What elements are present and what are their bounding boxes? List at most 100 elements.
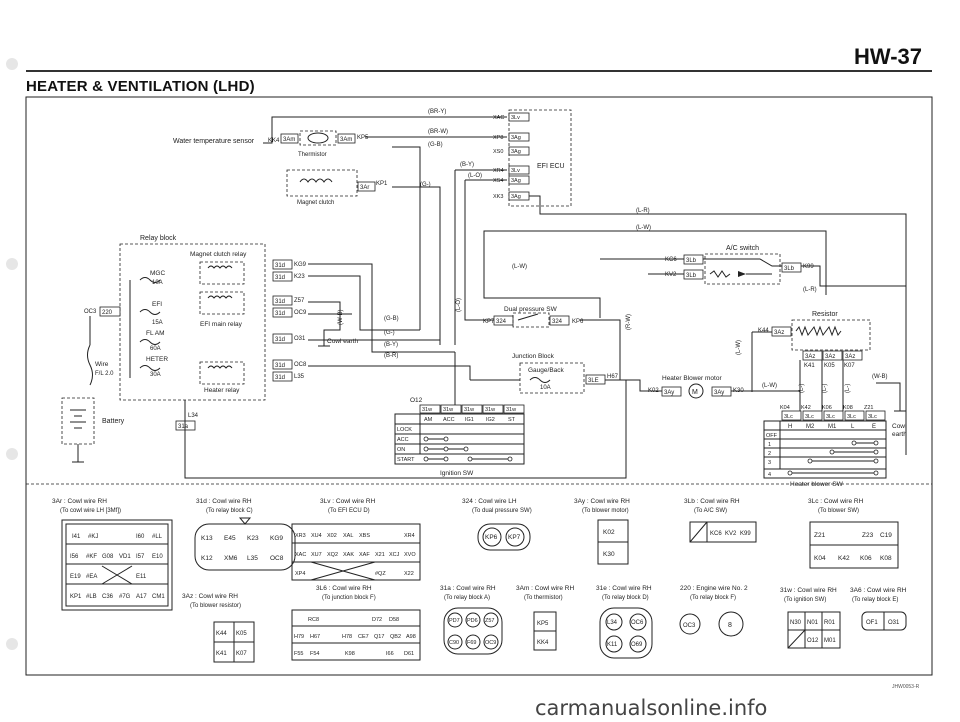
wire-l-r: (L-R) (636, 208, 650, 214)
conn-3ag: 3Ag (511, 135, 521, 141)
relay-right-connectors: 31d 31d 31d 31d 31d 31d 31d KG9 K23 Z57 … (272, 259, 307, 382)
ig-col-ig1: IG1 (465, 417, 474, 423)
wire-w-b2: (W-B) (872, 374, 888, 380)
pin: K02 (603, 529, 615, 536)
pin: I66 (386, 651, 394, 657)
mgc-relay-coil-icon (207, 265, 233, 269)
connector-220-face: OC3 8 (679, 611, 744, 637)
connector-3lv-face: XR3 XU4 X02 XAL XBS XR4 XAC XU7 XQ2 XAK … (291, 523, 421, 581)
pin: H79 (294, 634, 304, 640)
pin: K98 (345, 651, 355, 657)
pin: K05 (236, 631, 247, 637)
magnet-clutch-box (286, 169, 358, 197)
conn-31w-3: 31w (464, 407, 474, 413)
pin: KP7 (508, 534, 521, 541)
terminal-kv2: KV2 (665, 272, 677, 278)
terminal-k44: K44 (758, 328, 769, 334)
pin: K04 (814, 555, 826, 562)
binder-hole (6, 258, 18, 270)
terminal-k07: K07 (844, 363, 855, 369)
pin: KP5 (537, 621, 549, 627)
pin: CM1 (152, 594, 165, 600)
jb-fuse-rating: 10A (540, 385, 551, 391)
pin: D61 (404, 651, 414, 657)
conn-3az-4: 3Az (845, 354, 855, 360)
fuse-efi-name: EFI (152, 301, 162, 308)
pin: XU7 (311, 552, 322, 558)
fuse-mgc-rating: 10A (152, 280, 163, 286)
bsw-col-h: H (788, 424, 792, 430)
efi-relay-label: EFI main relay (200, 321, 243, 328)
conn-31a: 31a (178, 424, 189, 430)
page-number: HW-37 (853, 44, 922, 69)
wire-g: (G-) (420, 182, 431, 188)
conn-31w-2: 31w (443, 407, 453, 413)
gauge-back-label: Gauge/Back (528, 367, 565, 374)
conn-31w-1: 31w (422, 407, 432, 413)
pin: #7G (119, 594, 131, 600)
pin: KV2 (725, 531, 737, 537)
pin: M01 (824, 638, 836, 644)
conn-220: 220 (102, 310, 113, 316)
blower-sw-label: Heater blower SW (790, 481, 844, 488)
junction-block-label: Junction Block (512, 353, 555, 360)
resistor-icon (795, 325, 842, 337)
terminal-k42: K42 (801, 405, 811, 411)
wire-br-y: (BR-Y) (428, 109, 446, 115)
connector-3am-face: KP5 KK4 (533, 611, 557, 651)
pin: CE7 (358, 634, 369, 640)
connector-3lb-face: KC6 KV2 K99 (689, 521, 757, 543)
pin: XR4 (404, 533, 415, 539)
page-title: HEATER & VENTILATION (LHD) (26, 78, 255, 95)
conn-3lc-5: 3Lc (868, 414, 877, 420)
conn-3az-1: 3Az (774, 330, 784, 336)
terminal-o12: O12 (410, 397, 423, 404)
pin: F54 (310, 651, 319, 657)
conn-3lb-2: 3Lb (686, 273, 697, 279)
connector-3ar-face: I41 #KJ I60 #LL I56 #KF G08 VD1 I57 E10 … (61, 519, 173, 611)
terminal-l35: L35 (294, 374, 305, 380)
conn-31d-5: 31d (275, 337, 285, 343)
terminal-kc6: KC6 (665, 257, 677, 263)
conn-3az-2: 3Az (805, 354, 815, 360)
magnet-clutch-group: 3Ar KP1 Magnet clutch (286, 169, 388, 206)
pin: #EA (86, 574, 97, 580)
conn-31d-4: 31d (275, 311, 285, 317)
wire-l-w2: (L-W) (512, 264, 527, 270)
cap-3am-sub: (To thermistor) (524, 595, 563, 601)
conn-324-a: 324 (496, 319, 507, 325)
conn-3lc-4: 3Lc (847, 414, 856, 420)
wire-l-w3: (L-W) (736, 340, 742, 355)
pin: KC6 (710, 531, 722, 537)
conn-3lv-b: 3Lv (511, 168, 520, 174)
pin: D72 (372, 617, 382, 623)
cap-3lb-sub: (To A/C SW) (694, 508, 727, 514)
bsw-col-l: L (851, 424, 855, 430)
cap-31a-sub: (To relay block A) (444, 595, 490, 601)
pin: XAF (359, 552, 370, 558)
connector-3ay-face: K02 K30 (597, 519, 629, 565)
terminal-xs4: XS4 (493, 178, 503, 184)
terminal-h67: H67 (607, 374, 619, 380)
terminal-xk3: XK3 (493, 194, 503, 200)
pin: Q17 (374, 634, 384, 640)
pressure-switch-icon (517, 313, 539, 321)
pin: X02 (327, 533, 337, 539)
pin: E19 (70, 574, 81, 580)
pin: I60 (136, 534, 145, 540)
fuse-heter-name: HETER (146, 356, 168, 363)
pin: K06 (860, 555, 872, 562)
pin: D58 (389, 617, 399, 623)
terminal-kp7: KP7 (483, 319, 495, 325)
pin: PD6 (467, 618, 478, 624)
heater-blower-switch: K04 K42 K06 K08 Z21 3Lc 3Lc 3Lc 3Lc 3Lc … (763, 405, 887, 488)
dual-pressure-label: Dual pressure SW (504, 306, 558, 313)
terminal-z57: Z57 (294, 298, 305, 304)
ig-col-am: AM (424, 417, 433, 423)
pin: C36 (102, 594, 114, 600)
pin: C19 (880, 532, 892, 539)
pin: O69 (631, 642, 643, 648)
coil-icon (299, 178, 333, 183)
connector-324-face: KP6 KP7 (477, 523, 531, 551)
